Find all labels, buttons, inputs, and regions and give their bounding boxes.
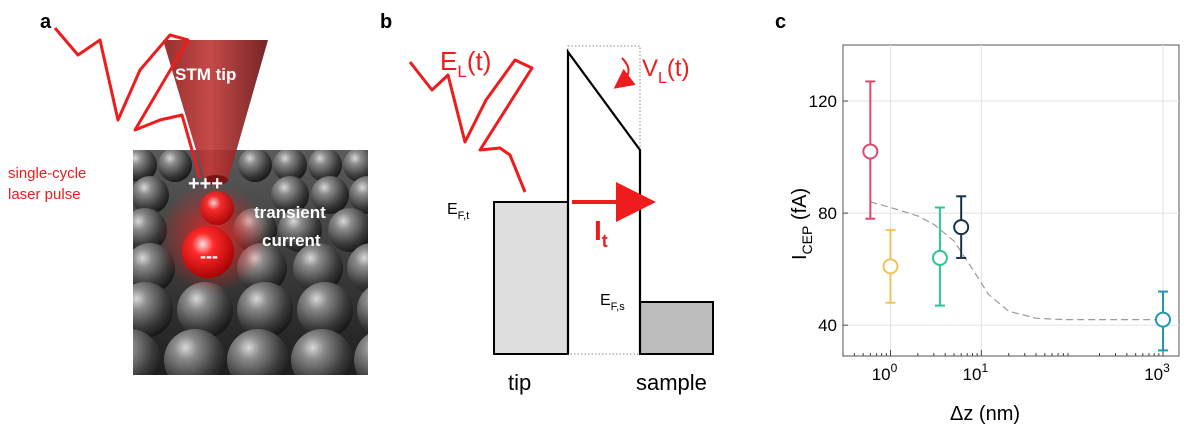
sample-side-label: sample	[636, 370, 707, 395]
tip-side-label: tip	[508, 370, 531, 395]
atom-sphere	[238, 150, 272, 182]
atom-sphere	[343, 150, 368, 182]
atom-sphere	[291, 329, 353, 375]
stm-tip-label: STM tip	[175, 65, 236, 84]
atom-sphere	[328, 208, 368, 252]
panel-b: b EL(t) VL(t) EF,t EF,s It tip sample	[380, 11, 714, 395]
panel-b-letter: b	[380, 11, 392, 33]
atom-sphere	[133, 282, 173, 338]
atom-sphere	[273, 150, 307, 182]
x-tick-label: 100	[872, 361, 898, 384]
marker-circle	[953, 219, 970, 236]
atom-sphere	[133, 176, 169, 214]
atom-sphere	[357, 287, 368, 333]
tilted-barrier	[566, 48, 642, 354]
atom-sphere	[278, 208, 322, 252]
x-tick-label: 103	[1144, 361, 1170, 384]
y-tick-label: 120	[809, 92, 837, 111]
atom-sphere	[237, 282, 293, 338]
y-tick-label: 80	[818, 204, 837, 223]
atom-sphere	[349, 176, 368, 214]
current-label-line2: current	[262, 231, 321, 250]
pulse-label-line1: single-cycle	[8, 165, 86, 182]
atom-sphere	[308, 150, 342, 182]
atom-sphere	[293, 243, 343, 293]
data-point	[862, 80, 879, 220]
atom-sphere	[311, 176, 349, 214]
panel-a: a STM tip +++ --- single-cycle laser pul…	[8, 11, 368, 375]
y-axis-label: ICEP (fA)	[789, 188, 815, 260]
stm-tip	[163, 40, 268, 185]
atom-sphere	[227, 329, 289, 375]
marker-circle	[1155, 311, 1172, 328]
panel-a-letter: a	[40, 11, 52, 33]
data-point	[1155, 290, 1172, 352]
pulse-label-line2: laser pulse	[8, 186, 81, 203]
atom-sphere	[133, 150, 157, 182]
data-point	[953, 195, 970, 259]
atom-sphere	[347, 243, 368, 293]
x-axis-label: Δz (nm)	[950, 403, 1020, 425]
atom-sphere	[158, 150, 192, 182]
tunnel-current-label: It	[594, 215, 608, 251]
panel-c: c 40 80 120 100 101 103 ICEP (fA) Δz (nm)	[775, 11, 1180, 425]
data-points	[862, 80, 1172, 352]
atom-sphere	[164, 329, 226, 375]
atom-sphere	[271, 176, 309, 214]
field-pulse-waveform	[408, 58, 534, 193]
atom-sphere	[133, 329, 161, 375]
plot-frame	[842, 44, 1180, 357]
atom-sphere	[177, 282, 233, 338]
tip-fermi-sea	[493, 201, 569, 355]
fermi-sample-label: EF,s	[600, 292, 625, 313]
y-tick-labels: 40 80 120	[809, 92, 837, 335]
current-label-line1: transient	[254, 203, 326, 222]
atom-sphere	[297, 282, 353, 338]
sample-fermi-sea	[639, 301, 714, 355]
voltage-arrow	[613, 57, 636, 89]
field-label: EL(t)	[440, 46, 491, 81]
plot-area: 40 80 120 100 101 103	[809, 44, 1180, 384]
data-point	[931, 206, 948, 307]
marker-circle	[931, 249, 948, 266]
voltage-label: VL(t)	[642, 55, 690, 87]
marker-circle	[862, 143, 879, 160]
x-tick-labels: 100 101 103	[872, 361, 1170, 384]
panel-c-letter: c	[775, 11, 786, 33]
excited-atom	[182, 226, 234, 278]
tip-apex-glow	[200, 191, 234, 225]
charge-plus: +++	[188, 173, 223, 195]
x-tick-label: 101	[963, 361, 989, 384]
marker-circle	[882, 258, 899, 275]
data-point	[882, 228, 899, 304]
laser-pulse-waveform	[53, 27, 202, 179]
charge-minus: ---	[200, 246, 218, 266]
fit-curve	[870, 201, 1163, 321]
axis-ticks	[842, 100, 1164, 356]
fermi-tip-label: EF,t	[447, 201, 469, 222]
atom-sphere	[354, 334, 368, 375]
y-tick-label: 40	[818, 316, 837, 335]
